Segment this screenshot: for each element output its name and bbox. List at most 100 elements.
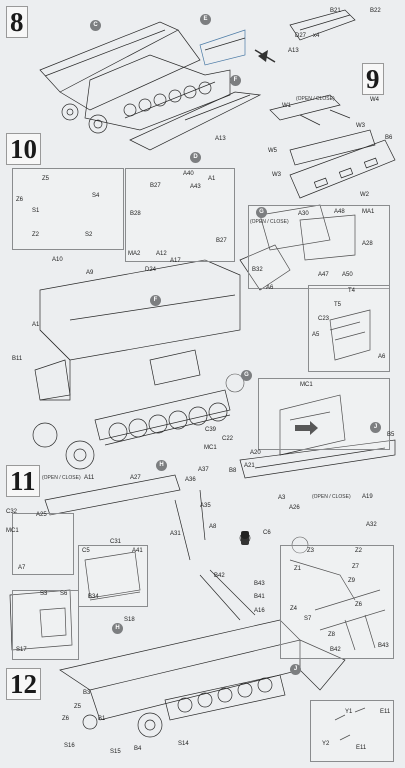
part-label: Z5 bbox=[74, 704, 82, 710]
part-label: MC1 bbox=[6, 528, 19, 534]
section-marker: D bbox=[190, 152, 201, 163]
section-marker: J bbox=[290, 664, 301, 675]
part-label: A5 bbox=[312, 332, 320, 338]
step-number: 12 bbox=[6, 668, 41, 700]
part-label: A6 bbox=[378, 354, 386, 360]
section-marker: F bbox=[230, 75, 241, 86]
part-label: B21 bbox=[330, 8, 341, 14]
part-label: S7 bbox=[304, 616, 312, 622]
part-label: C22 bbox=[222, 436, 234, 442]
part-label: W3 bbox=[356, 123, 365, 129]
part-label: S14 bbox=[178, 741, 189, 747]
part-label: S3 bbox=[40, 591, 48, 597]
part-label: A50 bbox=[342, 272, 353, 278]
part-label: A13 bbox=[288, 48, 299, 54]
part-label: A20 bbox=[250, 450, 261, 456]
part-label: C5 bbox=[82, 548, 90, 554]
part-label: S2 bbox=[85, 232, 93, 238]
part-label: MA1 bbox=[362, 209, 375, 215]
part-label: B6 bbox=[385, 135, 393, 141]
part-label: S4 bbox=[92, 193, 100, 199]
section-marker: C bbox=[90, 20, 101, 31]
part-label: A43 bbox=[190, 184, 201, 190]
part-label: B27 bbox=[216, 238, 227, 244]
open-close-note: (OPEN / CLOSE) bbox=[42, 475, 81, 481]
detail-box-10a bbox=[12, 168, 124, 250]
part-label: A47 bbox=[318, 272, 329, 278]
part-label: W3 bbox=[272, 172, 281, 178]
part-label: A1 bbox=[208, 176, 216, 182]
part-label: B4 bbox=[134, 746, 142, 752]
detail-box-12e bbox=[310, 700, 394, 762]
part-label: A37 bbox=[198, 467, 209, 473]
part-label: Z2 bbox=[355, 548, 363, 554]
part-label: A12 bbox=[156, 251, 167, 257]
part-label: C32 bbox=[6, 509, 18, 515]
part-label: MC1 bbox=[204, 445, 217, 451]
part-label: W2 bbox=[360, 192, 369, 198]
part-label: A6 bbox=[266, 285, 274, 291]
part-label: W4 bbox=[370, 97, 379, 103]
detail-box-mc1 bbox=[258, 378, 390, 450]
part-label: Z3 bbox=[307, 548, 315, 554]
part-label: A1 bbox=[32, 322, 40, 328]
part-label: A10 bbox=[52, 257, 63, 263]
part-label: S6 bbox=[60, 591, 68, 597]
part-label: Z7 bbox=[352, 564, 360, 570]
part-label: A3 bbox=[278, 495, 286, 501]
part-label: Z5 bbox=[42, 176, 50, 182]
part-label: B43 bbox=[254, 581, 265, 587]
section-marker: J bbox=[370, 422, 381, 433]
detail-box-11s bbox=[12, 590, 79, 660]
part-label: S16 bbox=[64, 743, 75, 749]
part-label: B28 bbox=[130, 211, 141, 217]
part-label: A16 bbox=[254, 608, 265, 614]
part-label: MA2 bbox=[128, 251, 141, 257]
part-label: B42 bbox=[214, 573, 225, 579]
part-label: Z6 bbox=[16, 197, 24, 203]
part-label: B34 bbox=[88, 594, 99, 600]
detail-box-11c bbox=[78, 545, 148, 607]
part-label: A11 bbox=[84, 475, 95, 481]
section-marker: G bbox=[256, 207, 267, 218]
section-marker: H bbox=[156, 460, 167, 471]
step-number: 9 bbox=[362, 63, 384, 95]
part-label: E11 bbox=[380, 709, 391, 715]
part-label: E11 bbox=[356, 745, 367, 751]
detail-box-10b bbox=[125, 168, 235, 262]
step-number: 11 bbox=[6, 465, 40, 497]
part-label: Z4 bbox=[290, 606, 298, 612]
part-label: S15 bbox=[110, 749, 121, 755]
part-label: A48 bbox=[334, 209, 345, 215]
step-number: 10 bbox=[6, 133, 41, 165]
part-label: A19 bbox=[362, 494, 373, 500]
part-label: B32 bbox=[252, 267, 263, 273]
part-label: C23 bbox=[318, 316, 330, 322]
part-label: Z6 bbox=[355, 602, 363, 608]
part-label: Z1 bbox=[294, 566, 302, 572]
part-label: A17 bbox=[170, 258, 181, 264]
part-label: B42 bbox=[330, 647, 341, 653]
part-label: B11 bbox=[12, 356, 23, 362]
detail-box-10t bbox=[308, 285, 390, 372]
part-label: B1 bbox=[98, 716, 106, 722]
part-label: MC1 bbox=[300, 382, 313, 388]
part-label: D24 bbox=[145, 267, 157, 273]
part-label: Z8 bbox=[328, 632, 336, 638]
part-label: A7 bbox=[18, 565, 26, 571]
part-label: A40 bbox=[183, 171, 194, 177]
part-label: D27 bbox=[295, 33, 307, 39]
part-label: B3 bbox=[83, 690, 91, 696]
section-marker: H bbox=[112, 623, 123, 634]
section-marker: E bbox=[200, 14, 211, 25]
part-label: S17 bbox=[16, 647, 27, 653]
part-label: A25 bbox=[36, 512, 47, 518]
part-label: A28 bbox=[362, 241, 373, 247]
part-label: Z2 bbox=[32, 232, 40, 238]
part-label: Y1 bbox=[345, 709, 353, 715]
part-label: B41 bbox=[254, 594, 265, 600]
part-label: B22 bbox=[370, 8, 381, 14]
part-label: A31 bbox=[170, 531, 181, 537]
detail-box-11z bbox=[280, 545, 394, 659]
